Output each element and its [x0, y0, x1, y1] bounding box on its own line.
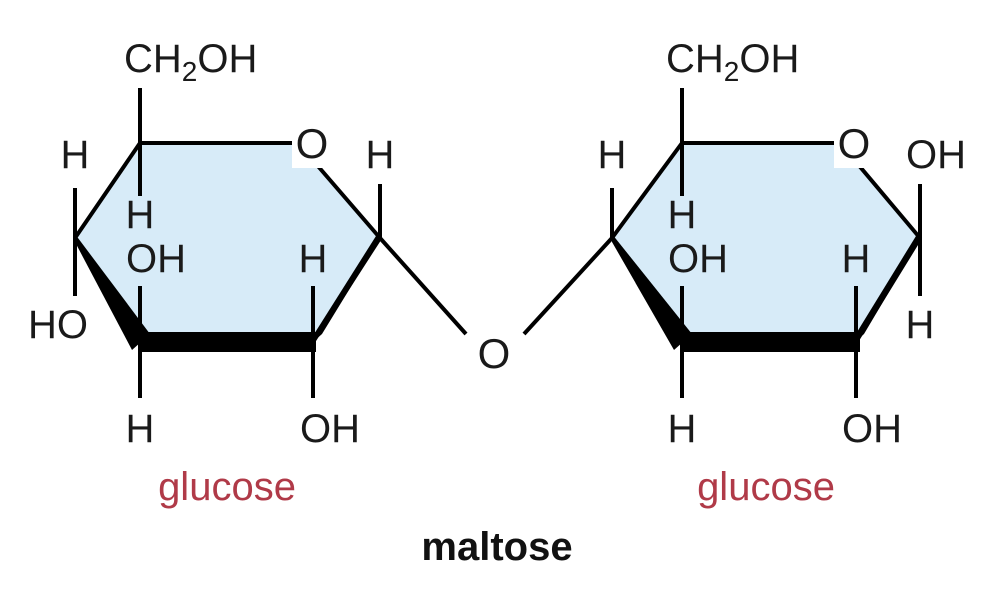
right-oh-c3: OH	[668, 237, 728, 281]
right-oh-c2: OH	[842, 407, 902, 451]
right-h-c5: H	[598, 133, 627, 177]
left-glucose: CH2OH O H H H H HO OH H H OH glucose	[28, 37, 394, 509]
left-oh-c3: OH	[126, 237, 186, 281]
left-ring-o-gap	[292, 120, 332, 168]
linkage-bond-left	[378, 236, 468, 336]
glycosidic-linkage: O	[378, 236, 614, 377]
left-h-c5: H	[61, 133, 90, 177]
right-glucose-label: glucose	[697, 465, 835, 509]
right-bold-bond-c3-c2	[680, 332, 860, 352]
right-h-c3: H	[668, 407, 697, 451]
left-oh-c2: OH	[300, 407, 360, 451]
right-oh-c1: OH	[906, 133, 966, 177]
left-h-c2: H	[299, 237, 328, 281]
right-wedge-bond-c2-c1	[846, 236, 922, 350]
right-wedge-bond-c4-c3	[612, 234, 692, 350]
linkage-bond-right	[522, 236, 614, 336]
left-ho-c4: HO	[28, 303, 88, 347]
maltose-title: maltose	[421, 525, 572, 569]
left-ch2oh-label: CH2OH	[124, 37, 257, 87]
right-glucose: CH2OH O H H OH H OH H H OH glucose	[598, 37, 966, 509]
left-h-c1: H	[366, 133, 395, 177]
left-glucose-label: glucose	[158, 465, 296, 509]
right-ring-oxygen: O	[838, 120, 871, 167]
right-h-c1: H	[906, 303, 935, 347]
right-h-c2: H	[842, 237, 871, 281]
right-ch2oh-label: CH2OH	[666, 37, 799, 87]
right-ring-o-gap	[834, 120, 874, 168]
right-h-c5-below: H	[668, 193, 697, 237]
left-bold-bond-c3-c2	[138, 332, 316, 352]
left-h-c5-below: H	[126, 193, 155, 237]
left-wedge-bond-c4-c3	[75, 234, 150, 350]
left-ring-oxygen: O	[296, 120, 329, 167]
left-wedge-bond-c2-c1	[304, 236, 382, 350]
linkage-oxygen: O	[478, 330, 511, 377]
left-h-c3: H	[126, 407, 155, 451]
